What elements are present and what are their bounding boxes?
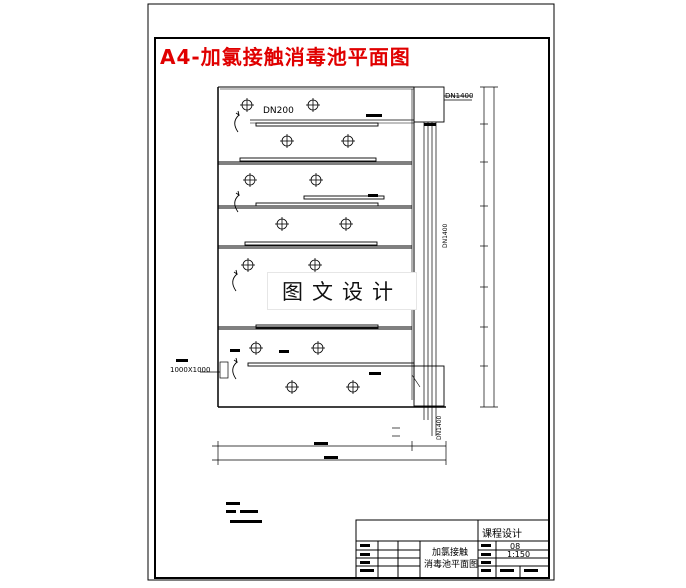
title-block-drawing-name-1: 加氯接触: [432, 548, 469, 558]
sheet-outer-border: [147, 3, 555, 581]
title-block-drawing-name-2: 消毒池平面图: [424, 560, 479, 570]
inlet-pipe-label-top: DN200: [263, 106, 294, 116]
flow-arrow-2: [234, 194, 240, 213]
riser-pipe-label: DN1400: [442, 223, 449, 248]
annotation-labels: DN200 DN1400 DN1400 DN1400 1000X1000: [170, 92, 473, 440]
pipe-gallery: [200, 86, 472, 436]
title-block-marks: [360, 544, 538, 572]
right-dimension-chain: [480, 86, 498, 408]
flow-arrows: [232, 110, 240, 380]
inlet-pipe-label-left: 1000X1000: [170, 366, 210, 374]
tank-outline: [217, 86, 446, 408]
title-block-course: 课程设计: [482, 529, 522, 540]
sheet-inner-border: [154, 37, 550, 579]
flow-arrow-1: [234, 114, 240, 133]
title-block: [355, 519, 550, 579]
diffusers: [240, 98, 360, 394]
baffle-walls: [239, 122, 415, 367]
outlet-pipe-label-bottom: DN1400: [436, 415, 443, 440]
title-block-scale: 1:150: [507, 550, 531, 559]
flow-arrow-4: [232, 361, 238, 380]
title-block-number: 08: [510, 542, 521, 551]
watermark-label: 图文设计: [267, 272, 417, 310]
outlet-pipe-label-top: DN1400: [445, 92, 473, 100]
bottom-dimension-chain: [212, 427, 447, 465]
dimension-tags: [176, 114, 436, 523]
drawing-title: A4-加氯接触消毒池平面图: [160, 45, 411, 69]
notes-block: [226, 510, 258, 513]
flow-arrow-3: [232, 273, 238, 292]
